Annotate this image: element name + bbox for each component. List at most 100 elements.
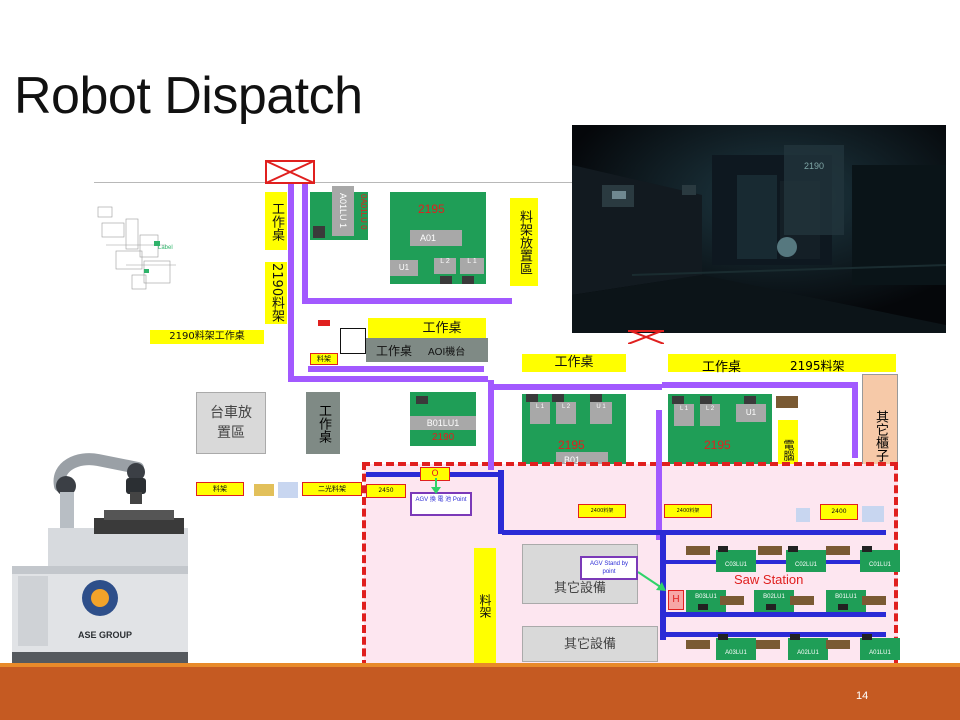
station-a03lu1: A03LU1 — [716, 634, 756, 660]
mini-map-thumbnail: Label — [96, 205, 182, 297]
m2195-right-title: 2195 — [704, 438, 731, 452]
workdesk-3-text: 工作桌 — [702, 360, 742, 375]
m2195-mid-block-2 — [552, 394, 564, 402]
marker-2400a: 2400料架 — [578, 504, 626, 518]
aoi-machine-text: AOI機台 — [428, 347, 466, 358]
rack-small-2-label: 料架 — [196, 482, 244, 496]
saw-block-3 — [826, 546, 850, 555]
rack-2195-text: 2195料架 — [790, 359, 845, 373]
station-c02lu1-label: C02LU1 — [794, 562, 817, 568]
agv-return-point: AGV 換 電 池 Point — [410, 492, 472, 516]
robot-illustration: ASE GROUP — [8, 448, 194, 668]
path-purple-9 — [852, 382, 858, 458]
b01lu1-num: 2190 — [432, 432, 455, 443]
workdesk-3-label — [668, 354, 896, 372]
rack-vertical: 料架 — [474, 548, 496, 664]
facility-photo-svg: 2190 — [572, 125, 946, 333]
m2195-top-u1: U1 — [390, 260, 418, 276]
green-arrow-1 — [430, 478, 442, 494]
marker-2450: 2450 — [366, 484, 406, 498]
blocked-marker-photo — [627, 329, 665, 345]
path-purple-5 — [308, 366, 484, 372]
saw-block-2 — [758, 546, 782, 555]
divider — [94, 182, 574, 183]
small-box-b — [278, 482, 298, 498]
mini-map-label: Label — [158, 245, 173, 251]
station-b03lu1: B03LU1 — [686, 590, 726, 612]
saw-block-5 — [790, 596, 814, 605]
m2195-top-block-1 — [440, 276, 452, 284]
marker-2400c: 2400 — [820, 504, 858, 520]
blocked-marker-top — [265, 160, 315, 184]
rack-2190-vertical: 2190料架 — [265, 262, 287, 324]
m2195-mid-l1: L 1 — [530, 402, 550, 424]
m2195-top-l2: L 2 — [434, 258, 456, 274]
station-a01lu1: A01LU1 — [860, 634, 900, 660]
station-c01lu1-label: C01LU1 — [868, 562, 891, 568]
b01lu1-label: B01LU1 — [410, 416, 476, 430]
station-a02lu1: A02LU1 — [788, 634, 828, 660]
m2195-mid-block-3 — [590, 394, 602, 402]
m2195-right-block-3 — [744, 396, 756, 404]
agv-standby-point: AGV Stand by point — [580, 556, 638, 580]
other-equipment-2: 其它設備 — [522, 626, 658, 662]
page-title: Robot Dispatch — [14, 67, 363, 125]
path-purple-10 — [656, 410, 662, 540]
small-box-a — [254, 484, 274, 496]
station-a01lu1-label: A01LU1 — [869, 650, 891, 656]
footer-bar — [0, 667, 960, 720]
m2195-top-sub: A01 — [410, 230, 462, 246]
photo-label: 2190 — [804, 161, 824, 171]
path-purple-7 — [494, 384, 662, 390]
computer-block — [776, 396, 798, 408]
m2195-right-block-1 — [672, 396, 684, 404]
a01lu-side-label: 0A01LU 0 — [359, 194, 368, 230]
a01lu-label: A01LU 1 — [332, 186, 354, 236]
h-marker: H — [668, 590, 684, 610]
b01lu1-block — [416, 396, 428, 404]
m2195-right-block-2 — [700, 396, 712, 404]
m2195-mid-title: 2195 — [558, 438, 585, 452]
station-c03lu1-label: C03LU1 — [724, 562, 747, 568]
station-b02lu1-label: B02LU1 — [763, 594, 785, 600]
m2195-mid-u1: U 1 — [590, 402, 612, 424]
small-box-d — [862, 506, 884, 522]
two-rack-label: 二光料架 — [302, 482, 362, 496]
workdesk-vertical: 工作桌 — [265, 192, 287, 250]
path-blue-6 — [664, 612, 886, 617]
saw-station-label: Saw Station — [734, 572, 804, 587]
facility-photo: 2190 — [572, 125, 946, 333]
saw-block-6 — [862, 596, 886, 605]
station-a02lu1-label: A02LU1 — [797, 650, 819, 656]
path-blue-5 — [664, 530, 886, 535]
robot-svg: ASE GROUP — [12, 453, 188, 666]
mini-map-svg: Label — [97, 206, 176, 290]
path-purple-3 — [302, 298, 512, 304]
station-c03lu1: C03LU1 — [716, 546, 756, 572]
aoi-desk-text: 工作桌 — [376, 344, 413, 358]
marker-2450-text: 2450 — [378, 487, 394, 494]
a01lu-block — [313, 226, 325, 238]
m2195-right-l2: L 2 — [700, 404, 720, 426]
workdesk-2-label: 工作桌 — [522, 354, 626, 372]
path-purple-2 — [302, 184, 308, 300]
rack-small-label: 料架 — [310, 353, 338, 365]
path-purple-8 — [662, 382, 852, 388]
path-purple-4 — [288, 376, 488, 382]
path-blue-2 — [498, 470, 504, 534]
saw-block-1 — [686, 546, 710, 555]
m2195-right-u1: U1 — [736, 404, 766, 422]
cart-zone: 台車放置區 — [196, 392, 266, 454]
m2195-mid-block-1 — [526, 394, 538, 402]
m2195-mid-l2: L 2 — [556, 402, 576, 424]
m2195-top-title: 2195 — [418, 202, 445, 216]
green-arrow-2 — [637, 570, 668, 592]
m2195-top-l1: L 1 — [460, 258, 484, 274]
saw-block-8 — [756, 640, 780, 649]
saw-block-7 — [686, 640, 710, 649]
station-c01lu1: C01LU1 — [860, 546, 900, 572]
m2195-top-block-2 — [462, 276, 474, 284]
station-c02lu1: C02LU1 — [786, 546, 826, 572]
page-number: 14 — [856, 690, 869, 702]
aoi-machine — [366, 338, 488, 362]
